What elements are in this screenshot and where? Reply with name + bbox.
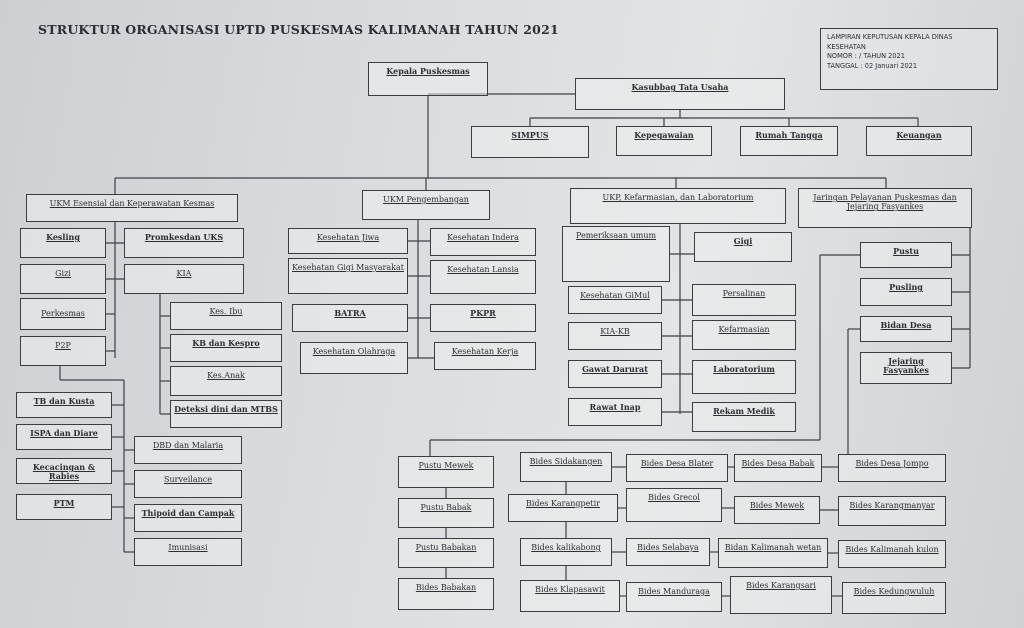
node-promkes: Promkesdan UKS (124, 228, 244, 258)
node-bides-babak: Bides Desa Babak (734, 454, 822, 482)
node-bides-karangmanyar: Bides Karangmanyar (838, 496, 946, 526)
node-surveilance: Surveilance (134, 470, 242, 498)
node-rekam-medik: Rekam Medik (692, 402, 796, 432)
decree-note: LAMPIRAN KEPUTUSAN KEPALA DINAS KESEHATA… (820, 28, 998, 90)
node-kes-jiwa: Kesehatan Jiwa (288, 228, 408, 254)
node-ukm-esensial: UKM Esensial dan Keperawatan Kesmas (26, 194, 238, 222)
node-ispa-diare: ISPA dan Diare (16, 424, 112, 450)
node-kes-olahraga: Kesehatan Olahraga (300, 342, 408, 374)
node-gigi: Gigi (694, 232, 792, 262)
node-pustu: Pustu (860, 242, 952, 268)
node-p2p: P2P (20, 336, 106, 366)
decree-line: KESEHATAN (827, 42, 866, 51)
node-bidan-desa: Bidan Desa (860, 316, 952, 342)
node-kes-anak: Kes.Anak (170, 366, 282, 396)
node-ukm-pengembangan: UKM Pengembangan (362, 190, 490, 220)
node-laboratorium: Laboratorium (692, 360, 796, 394)
node-bides-grecol: Bides Grecol (626, 488, 722, 522)
node-bides-blater: Bides Desa Blater (626, 454, 728, 482)
node-perkesmas: Perkesmas (20, 298, 106, 330)
node-kes-gimul: Kesehatan GiMul (568, 286, 662, 314)
node-bides-klapasawit: Bides Klapasawit (520, 580, 620, 612)
node-bides-babakan: Bides Babakan (398, 578, 494, 610)
chart-title: STRUKTUR ORGANISASI UPTD PUSKESMAS KALIM… (38, 22, 559, 37)
node-bides-jompo: Bides Desa Jompo (838, 454, 946, 482)
node-pustu-mewek: Pustu Mewek (398, 456, 494, 488)
node-pustu-babakan: Pustu Babakan (398, 538, 494, 568)
node-jejaring-fasyankes: Jejaring Fasyankes (860, 352, 952, 384)
node-kes-lansia: Kesehatan Lansia (430, 260, 536, 294)
node-kb-kespro: KB dan Kespro (170, 334, 282, 362)
node-dbd-malaria: DBD dan Malaria (134, 436, 242, 464)
node-bides-mewek: Bides Mewek (734, 496, 820, 524)
node-bidan-kalimanah-wetan: Bidan Kalimanah wetan (718, 538, 828, 568)
node-bides-sidakangen: Bides Sidakangen (520, 452, 612, 482)
node-gizi: Gizi (20, 264, 106, 294)
decree-line: NOMOR : / TAHUN 2021 (827, 52, 905, 61)
node-jaringan: Jaringan Pelayanan Puskesmas dan Jejarin… (798, 188, 972, 228)
node-kes-indera: Kesehatan Indera (430, 228, 536, 256)
node-simpus: SIMPUS (471, 126, 589, 158)
node-kes-kerja: Kesehatan Kerja (434, 342, 536, 370)
node-kecacingan: Kecacingan & Rabies (16, 458, 112, 484)
node-bides-karangpetir: Bides Karangpetir (508, 494, 618, 522)
node-keuangan: Keuangan (866, 126, 972, 156)
node-imunisasi: Imunisasi (134, 538, 242, 566)
node-bides-manduraga: Bides Manduraga (626, 582, 722, 612)
node-ukp: UKP, Kefarmasian, dan Laboratorium (570, 188, 786, 224)
node-bides-selabaya: Bides Selabaya (626, 538, 710, 566)
node-thipoid-campak: Thipoid dan Campak (134, 504, 242, 532)
node-pustu-babak: Pustu Babak (398, 498, 494, 528)
node-bides-kalimanah-kulon: Bides Kalimanah kulon (838, 540, 946, 568)
node-pkpr: PKPR (430, 304, 536, 332)
node-batra: BATRA (292, 304, 408, 332)
node-kes-gigi-masyarakat: Kesehatan Gigi Masyarakat (288, 258, 408, 294)
node-kasubbag: Kasubbag Tata Usaha (575, 78, 785, 110)
node-bides-kedungwuluh: Bides Kedungwuluh (842, 582, 946, 614)
node-kepegawaian: Kepegawaian (616, 126, 712, 156)
node-persalinan: Persalinan (692, 284, 796, 316)
node-kia-kb: KIA-KB (568, 322, 662, 350)
node-kia: KIA (124, 264, 244, 294)
node-bides-kalikabong: Bides kalikabong (520, 538, 612, 566)
node-rumah-tangga: Rumah Tangga (740, 126, 838, 156)
decree-line: LAMPIRAN KEPUTUSAN KEPALA DINAS (827, 33, 953, 41)
node-ptm: PTM (16, 494, 112, 520)
node-kepala-puskesmas: Kepala Puskesmas (368, 62, 488, 96)
node-rawat-inap: Rawat Inap (568, 398, 662, 426)
node-gawat-darurat: Gawat Darurat (568, 360, 662, 388)
node-kefarmasian: Kefarmasian (692, 320, 796, 350)
node-pusling: Pusling (860, 278, 952, 306)
node-kesling: Kesling (20, 228, 106, 258)
node-pemeriksaan-umum: Pemeriksaan umum (562, 226, 670, 282)
node-deteksi-mtbs: Deteksi dini dan MTBS (170, 400, 282, 428)
node-bides-karangsari: Bides Karangsari (730, 576, 832, 614)
node-kes-ibu: Kes. Ibu (170, 302, 282, 330)
decree-line: TANGGAL : 02 Januari 2021 (827, 61, 918, 70)
node-tb-kusta: TB dan Kusta (16, 392, 112, 418)
